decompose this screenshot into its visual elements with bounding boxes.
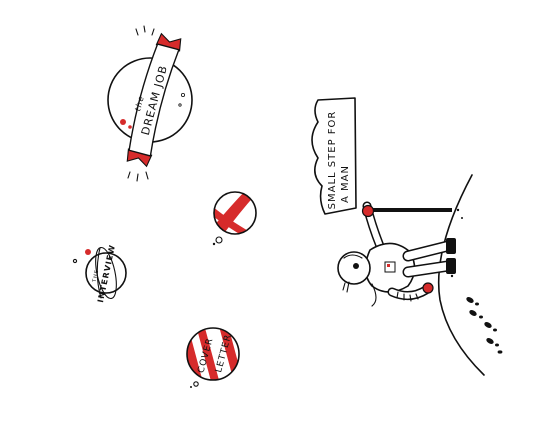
interview-small-word: THE [92,269,101,284]
flag-text-line2: A MAN [340,165,351,203]
astronaut-glove [361,204,375,218]
interview-planet: THE INTERVIEW [72,244,127,303]
flag-text-line1: SMALL STEP FOR [327,111,338,210]
dream-job-planet: DREAM JOB the [107,25,193,182]
footprints [466,297,503,354]
striped-planet [212,191,257,246]
flag-cloth [311,97,357,215]
astronaut-boot [446,238,456,254]
crater-dot [120,119,126,125]
crater-dot [178,103,182,107]
cover-letter-planet: COVER LETTER [186,327,240,388]
dream-job-small-word: the [133,94,146,112]
astronaut-boot [446,258,456,274]
dream-job-ribbon: DREAM JOB [126,32,182,168]
astronaut [337,201,456,307]
crater-dot [180,93,185,98]
flag-pole [364,208,452,212]
moon-surface [437,174,503,376]
crater-dot [128,125,132,129]
flag: SMALL STEP FOR A MAN [311,97,452,215]
sparkle-marks-bottom [127,171,149,182]
astronaut-glove [422,282,434,294]
